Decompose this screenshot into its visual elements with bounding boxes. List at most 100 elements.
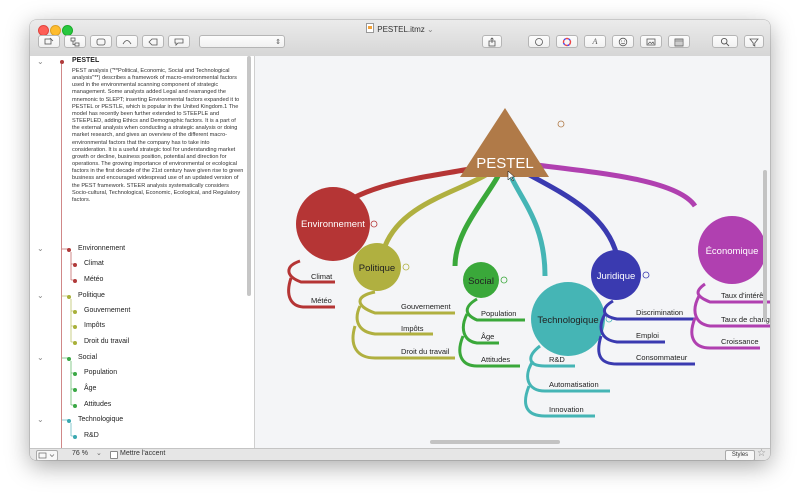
image-button[interactable] [640,35,662,48]
sticker-button[interactable] [528,35,550,48]
sub-topic-label[interactable]: Taux d'intérêt [721,291,766,300]
add-callout-button[interactable] [168,35,190,48]
sub-topic-label[interactable]: Âge [481,332,494,341]
title-chevron-icon[interactable]: ⌄ [427,25,434,34]
outline-row-group-0[interactable]: ⌄ Environnement [30,243,254,257]
outline-row-child[interactable]: R&D [30,430,254,444]
status-bar: 76 % ⌄ Mettre l'accent Styles ☆ [30,448,770,460]
outline-row-group-2[interactable]: ⌄ Social [30,352,254,366]
outline-row-child[interactable]: Impôts [30,320,254,334]
sub-topic-label[interactable]: Emploi [636,331,659,340]
add-floating-topic-button[interactable] [90,35,112,48]
chevron-down-icon[interactable]: ⌄ [37,244,44,253]
outline-sidebar: ⌄ PESTEL PEST analysis ("**Political, Ec… [30,56,255,448]
node-label: Social [468,276,494,287]
node-environnement[interactable] [296,187,370,261]
share-icon [488,36,496,46]
outline-row-child[interactable]: Population [30,367,254,381]
sub-topic-label[interactable]: Météo [311,296,332,305]
window-title: PESTEL.itmz ⌄ [30,23,770,34]
chevron-down-icon[interactable]: ⌄ [37,353,44,362]
sub-topic-label[interactable]: Consommateur [636,353,688,362]
bullet-icon [67,419,71,423]
sub-topic-label[interactable]: Droit du travail [401,347,450,356]
outline-toggle-button[interactable] [36,450,58,460]
outline-row-child[interactable]: Attitudes [30,399,254,413]
outline-row-child[interactable]: Droit du travail [30,336,254,350]
highlight-checkbox[interactable] [110,451,118,459]
collapse-icon[interactable] [500,276,508,284]
sub-topic-label[interactable]: R&D [549,355,565,364]
color-button[interactable] [556,35,578,48]
sub-topic-label[interactable]: Population [481,309,516,318]
calendar-button[interactable] [668,35,690,48]
add-topic-button[interactable] [38,35,60,48]
node-label: Environnement [301,219,365,230]
collapse-icon[interactable] [370,220,378,228]
outline-root-label: PESTEL [72,57,100,64]
style-dropdown[interactable]: ⇕ [199,35,285,48]
filter-icon [749,38,759,47]
node-politique[interactable] [353,243,401,291]
outline-group-label: Environnement [78,245,126,252]
outline-child-label: Droit du travail [84,338,130,345]
canvas-horizontal-scrollbar[interactable] [430,440,560,444]
outline-row-group-3[interactable]: ⌄ Technologique [30,414,254,428]
sub-topic-label[interactable]: Attitudes [481,355,510,364]
canvas-vertical-scrollbar[interactable] [763,170,767,320]
root-node-pestel[interactable] [460,108,549,177]
sub-topic-label[interactable]: Climat [311,272,333,281]
floating-topic-icon [96,38,106,45]
chevron-down-icon[interactable]: ⌄ [37,415,44,424]
chevron-down-icon[interactable]: ⌄ [37,291,44,300]
bullet-icon [73,388,77,392]
bullet-icon [60,60,64,64]
outline-child-label: Météo [84,276,104,283]
collapse-icon[interactable] [557,120,565,128]
outline-group-label: Technologique [78,416,124,423]
font-button[interactable]: A [584,35,606,48]
sub-topic-label[interactable]: Taux de change [721,315,770,324]
chevron-down-icon[interactable]: ⌄ [37,57,44,66]
add-subtopic-button[interactable] [64,35,86,48]
add-label-button[interactable] [142,35,164,48]
sub-topic-label[interactable]: Automatisation [549,380,599,389]
sidebar-scrollbar[interactable] [247,56,251,296]
outline-child-label: Population [84,369,118,376]
sub-topic-label[interactable]: Croissance [721,337,759,346]
collapse-icon[interactable] [642,271,650,279]
node-label: Technologique [537,315,598,326]
bullet-icon [73,404,77,408]
sub-branches-technologique [524,344,610,418]
add-topic-icon [44,37,54,44]
mindmap-canvas[interactable]: PESTEL Environnement Climat Météo Politi… [255,56,770,448]
font-icon: A [592,37,598,46]
node-technologique[interactable] [531,282,605,356]
search-button[interactable] [712,35,738,48]
outline-row-root[interactable]: ⌄ PESTEL [30,56,254,70]
mindmap-svg: PESTEL Environnement Climat Météo Politi… [287,108,770,418]
outline-row-child[interactable]: Climat [30,258,254,272]
outline-row-group-1[interactable]: ⌄ Politique [30,290,254,304]
share-button[interactable] [482,35,502,48]
outline-row-child[interactable]: Gouvernement [30,305,254,319]
styles-button[interactable]: Styles [725,450,755,460]
outline-row-child[interactable]: Météo [30,274,254,288]
node-juridique[interactable] [591,250,641,300]
emoji-button[interactable] [612,35,634,48]
sub-topic-label[interactable]: Gouvernement [401,302,452,311]
filter-button[interactable] [744,35,764,48]
sub-topic-label[interactable]: Innovation [549,405,584,414]
star-icon[interactable]: ☆ [757,448,766,459]
node-social[interactable] [463,262,499,298]
zoom-chevron-icon[interactable]: ⌄ [96,450,102,457]
sub-topic-label[interactable]: Discrimination [636,308,683,317]
node-economique[interactable] [698,216,766,284]
outline-row-child[interactable]: Âge [30,383,254,397]
sub-topic-label[interactable]: Impôts [401,324,424,333]
collapse-icon[interactable] [402,263,410,271]
zoom-level[interactable]: 76 % [72,450,88,457]
add-relationship-button[interactable] [116,35,138,48]
bullet-icon [67,357,71,361]
outline-group-label: Social [78,354,98,361]
